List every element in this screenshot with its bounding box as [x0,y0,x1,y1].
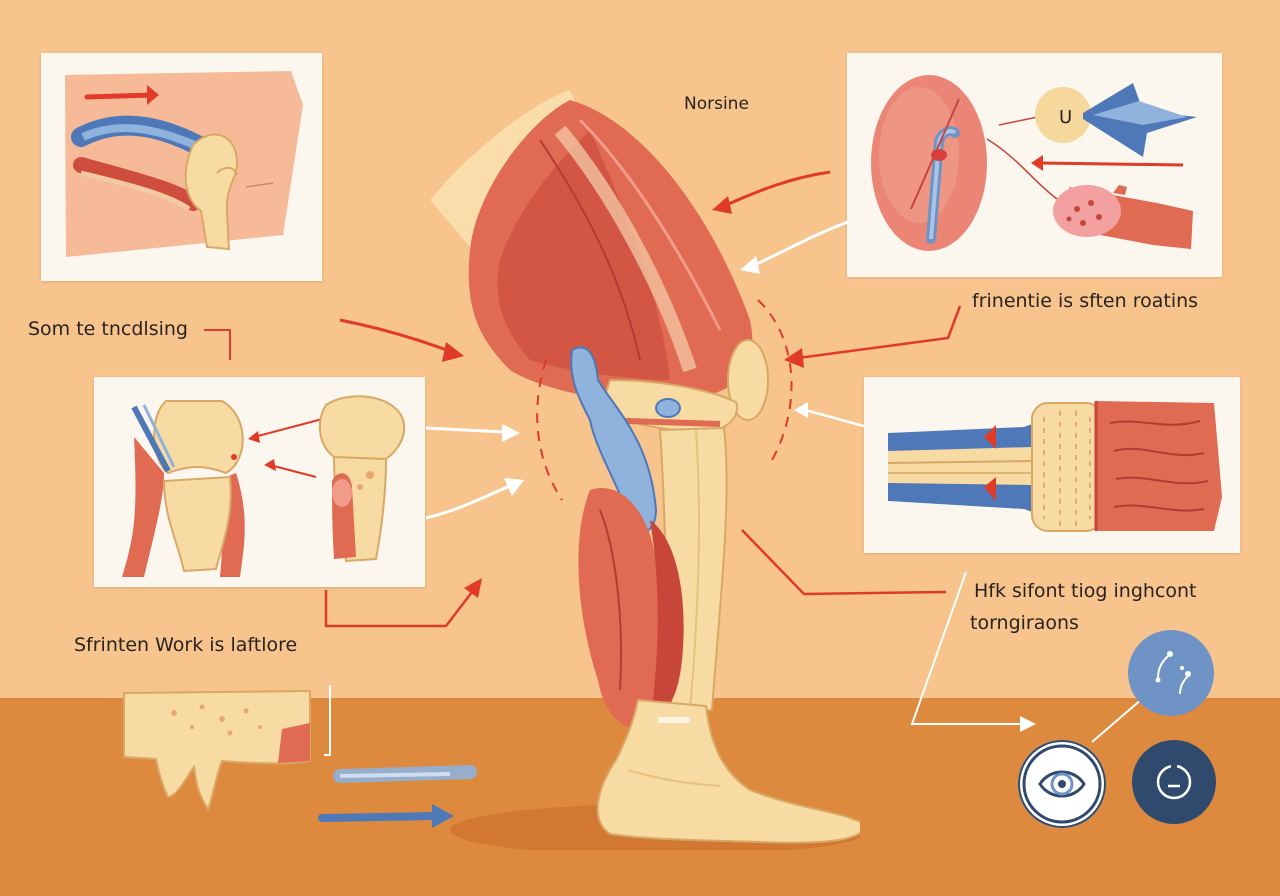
label-left-top: Som te tncdlsing [28,318,188,340]
svg-text:U: U [1059,107,1072,128]
graph-nodes-icon[interactable] [1128,630,1214,716]
label-top-center: Norsine [684,94,749,114]
label-right-top: frinentie is sften roatins [972,290,1199,312]
leg-anatomy-illustration [420,80,870,856]
eye-icon[interactable] [1018,740,1106,828]
panel-tendon-muscle [864,377,1240,553]
panel-cross-section: U [847,53,1222,277]
panel-tendon-detail [41,53,322,281]
power-icon[interactable] [1132,740,1216,824]
label-right-bottom-line1: Hfk sifont tiog inghcont [974,580,1197,602]
label-left-bottom: Sfrinten Work is laftlore [74,634,298,656]
panel-knee-joints [94,377,425,587]
label-right-bottom-line2: torngiraons [970,612,1079,634]
